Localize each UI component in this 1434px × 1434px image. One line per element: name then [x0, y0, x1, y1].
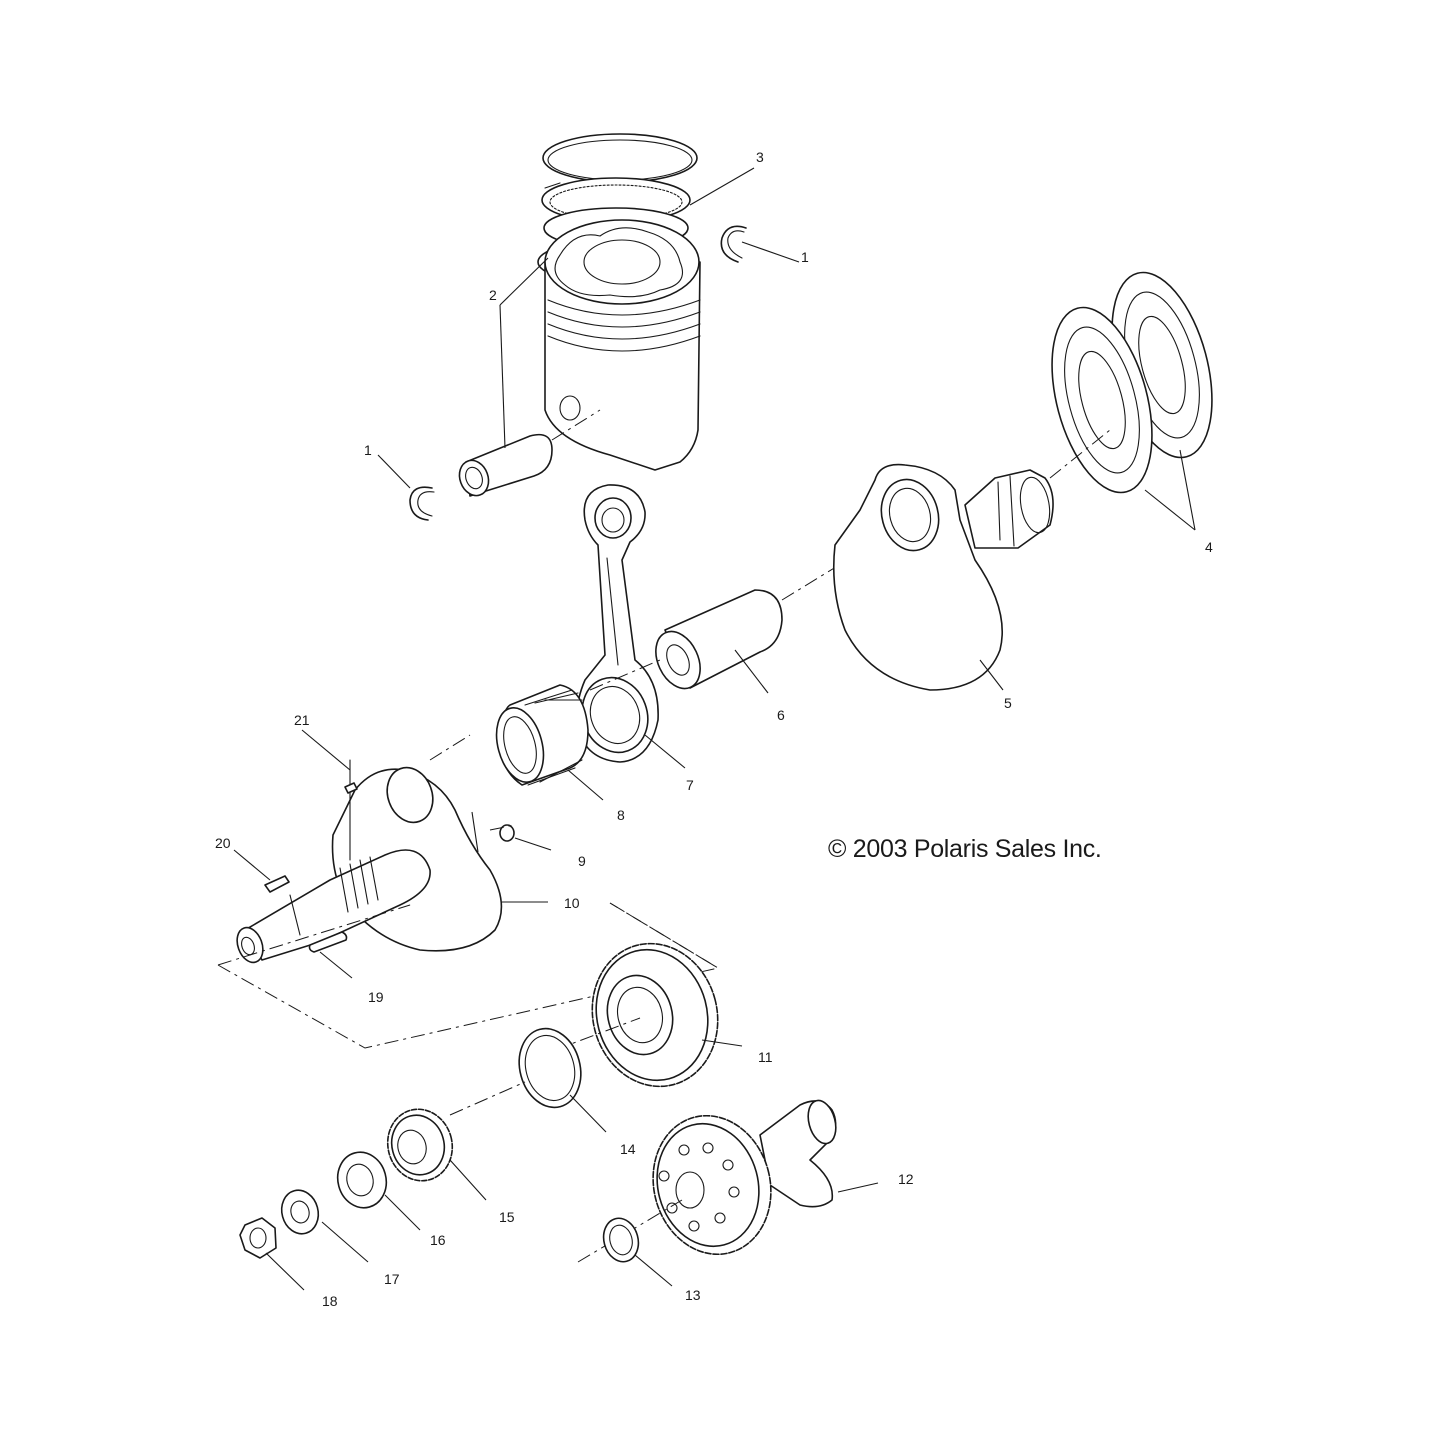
- callout-13: 13: [685, 1287, 701, 1303]
- callout-10: 10: [564, 895, 580, 911]
- callout-4: 4: [1205, 539, 1213, 555]
- washer-13: [602, 1217, 640, 1263]
- crankshaft-right-half: [833, 463, 1054, 691]
- callout-18: 18: [322, 1293, 338, 1309]
- callout-6: 6: [777, 707, 785, 723]
- copyright-notice: © 2003 Polaris Sales Inc.: [828, 835, 1102, 863]
- main-bearings: [1049, 271, 1213, 494]
- callout-20: 20: [215, 835, 231, 851]
- crank-pin: [589, 539, 881, 691]
- callout-labels: 3 1 2 1 4 5 6 7 8 9 10 21 20 19 11 12 14…: [215, 149, 1213, 1309]
- leader-lines: [233, 167, 1196, 1291]
- callout-8: 8: [617, 807, 625, 823]
- pin-19: [308, 931, 348, 953]
- key-21: [344, 782, 358, 794]
- callout-16: 16: [430, 1232, 446, 1248]
- circlip-right: [720, 225, 747, 263]
- piston: [544, 219, 701, 471]
- assembly-outline: [217, 734, 720, 1049]
- callout-9: 9: [578, 853, 586, 869]
- connecting-rod: [576, 484, 659, 763]
- callout-7: 7: [686, 777, 694, 793]
- gear-11: [554, 942, 719, 1088]
- balance-shaft-12: [577, 1099, 837, 1263]
- callout-14: 14: [620, 1141, 636, 1157]
- washer-14: [449, 1027, 582, 1116]
- callout-19: 19: [368, 989, 384, 1005]
- callout-11: 11: [758, 1049, 773, 1065]
- callout-17: 17: [384, 1271, 400, 1287]
- needle-bearing: [495, 684, 589, 786]
- callout-12: 12: [898, 1171, 914, 1187]
- crankshaft-left-half: [236, 759, 503, 964]
- piston-pin: [458, 409, 601, 497]
- callout-3: 3: [756, 149, 764, 165]
- spacer-16: [336, 1151, 388, 1209]
- nut-18: [239, 1217, 277, 1259]
- washer-17: [280, 1189, 320, 1235]
- callout-2: 2: [489, 287, 497, 303]
- callout-15: 15: [499, 1209, 515, 1225]
- callout-1-left: 1: [364, 442, 372, 458]
- callout-1-right: 1: [801, 249, 809, 265]
- ball-9: [499, 824, 515, 842]
- circlip-left: [409, 486, 435, 521]
- key-20: [264, 875, 290, 893]
- callout-5: 5: [1004, 695, 1012, 711]
- sprocket-15: [386, 1108, 454, 1182]
- callout-21: 21: [294, 712, 310, 728]
